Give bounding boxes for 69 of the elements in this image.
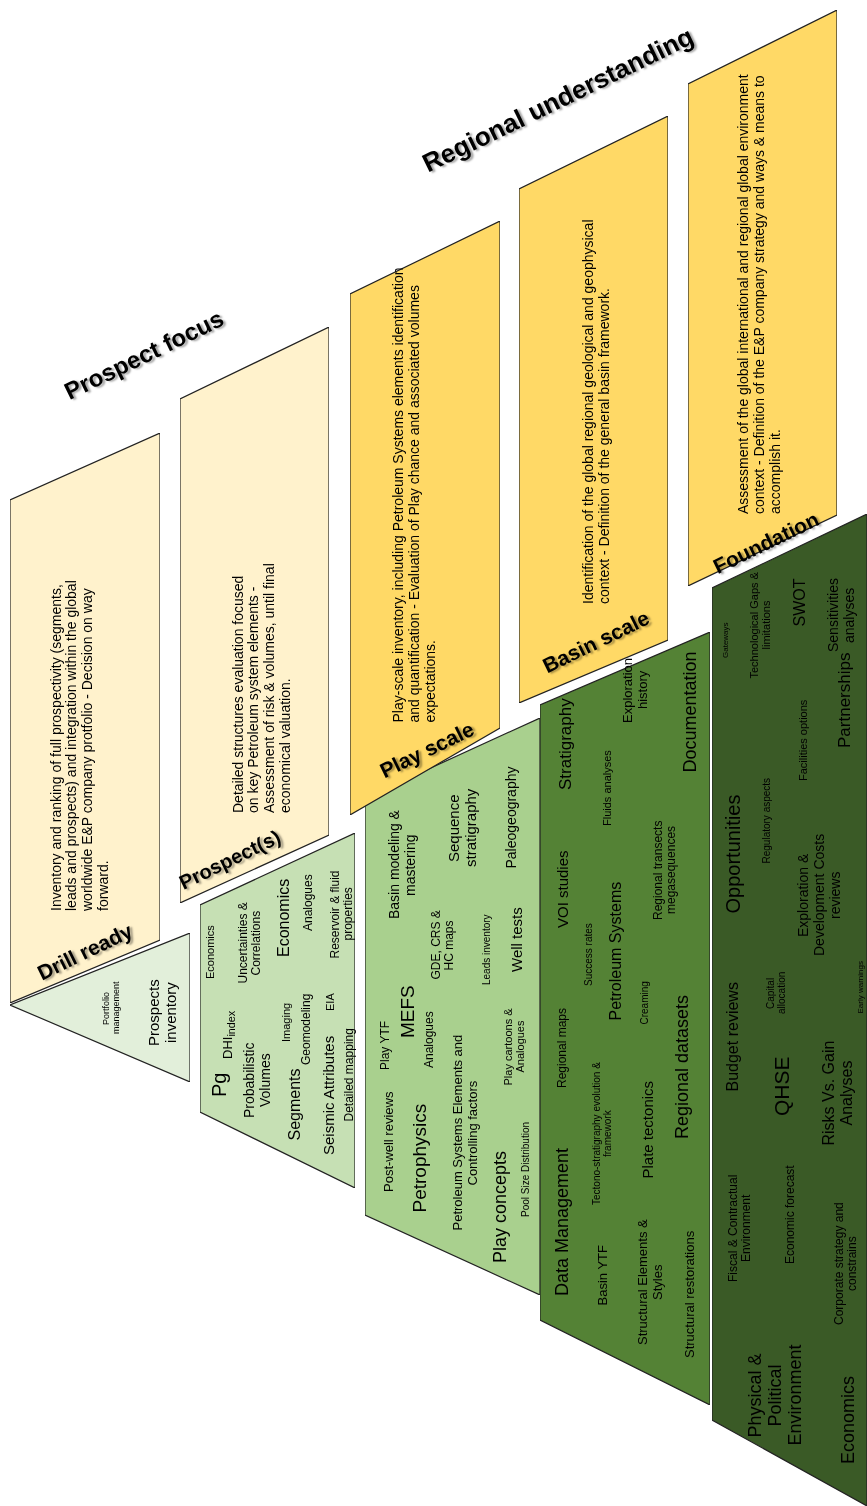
topic-label: Creaming <box>639 980 651 1027</box>
topic-label: Post-well reviews <box>381 1090 397 1195</box>
topic-label: Documentation <box>679 650 701 775</box>
topic-label: Portfolio management <box>100 982 122 1034</box>
topic-label: EIA <box>323 992 337 1013</box>
topic-label: Regional transects megasequences <box>651 819 679 922</box>
description-text: Assessment of the global international and regional global environment context - Definition of the E&P company strategy and ways & means to accomplish it. <box>736 73 784 514</box>
topic-label: Early warnings <box>856 959 866 1016</box>
topic-label: Play YTF <box>379 1019 393 1072</box>
topic-label: Seismic Attributes <box>320 1034 338 1157</box>
topic-label: Opportunities <box>721 793 745 916</box>
topic-label: QHSE <box>770 1055 794 1118</box>
topic-label: Regional datasets <box>671 993 693 1142</box>
topic-label: Leads inventory <box>481 913 493 988</box>
topic-label: Data Management <box>551 1146 573 1299</box>
topic-label: Economics <box>837 1375 859 1466</box>
topic-label: Well tests <box>508 906 526 975</box>
topic-label: Basin YTF <box>595 1243 611 1308</box>
topic-label: Tectono-stratigraphy evolution & framework <box>590 1061 614 1208</box>
topic-label: Analogues <box>423 1010 437 1071</box>
topic-label: Fluids analyses <box>600 749 614 828</box>
topic-label: Capital allocation <box>764 970 788 1017</box>
topic-label: Exploration history <box>621 656 651 725</box>
topic-label: SWOT <box>791 577 809 629</box>
topic-label: Gateways <box>721 621 731 660</box>
topic-label: Pool Size Distribution <box>520 1120 532 1219</box>
topic-label: Stratigraphy <box>556 697 576 792</box>
topic-label: Fiscal & Contractual Environment <box>726 1173 754 1284</box>
topic-label: Play concepts <box>489 1149 511 1266</box>
topic-label: Regulatory aspects <box>761 777 773 866</box>
topic-label: Basin modeling & mastering <box>387 809 419 922</box>
topic-label: Analogues <box>302 873 316 934</box>
topic-label: Imaging <box>279 1001 293 1044</box>
topic-label: Structural Elements & Styles <box>636 1218 666 1347</box>
topic-label: Success rates <box>583 922 595 989</box>
topic-label: Plate tectonics <box>639 1080 657 1181</box>
topic-label: Paleogeography <box>504 765 520 871</box>
topic-label: Physical & Political Environment <box>744 1343 806 1448</box>
topic-label: Budget reviews <box>724 981 742 1094</box>
topic-label: VOI studies <box>554 849 572 930</box>
topic-label: Pg <box>207 1071 231 1100</box>
topic-label: Segments <box>286 1067 304 1143</box>
topic-label: GDE, CRS & HC maps <box>429 909 457 982</box>
topic-label: Prospects inventory <box>146 978 180 1049</box>
description-text: Play-scale inventory, including Petroleum Systems elements identification and quantification - Evaluation of Play chance and associated volumes expectations. <box>391 267 439 723</box>
topic-label: Geomodeling <box>300 995 314 1065</box>
topic-label: Economic forecast <box>784 1164 798 1267</box>
topic-label: Reservoir & fluid properties <box>328 869 356 960</box>
topic-label: Petroleum Systems Elements and Controlling factors <box>451 1034 481 1233</box>
topic-label: Uncertainties & Correlations <box>236 901 264 986</box>
topic-label: MEFS <box>397 984 419 1041</box>
topic-label: Probabilistic Volumes <box>242 1041 274 1120</box>
topic-label: Play cartoons & Analogues <box>501 1007 527 1088</box>
topic-label: Risks Vs. Gain Analyses <box>820 1039 856 1148</box>
topic-label: Sequence stratigraphy <box>446 787 480 870</box>
topic-label: Facilities options <box>796 698 810 783</box>
topic-label: Detailed mapping <box>343 1027 357 1124</box>
description-text: Identification of the global regional geological and geophysical context - Definition of the general basin framework. <box>581 218 613 604</box>
topic-label: Regional maps <box>556 1007 570 1091</box>
topic-label: Partnerships <box>835 651 855 750</box>
topic-label: Corporate strategy and constrains <box>832 1201 860 1328</box>
description-text: Inventory and ranking of full prospectivity (segments, leads and prospects) and integration within the global worldwide E&P company protfolio - Decision on way forward. <box>48 579 112 911</box>
topic-label: Petrophysics <box>409 1102 431 1215</box>
topic-label: Structural restorations <box>682 1229 698 1360</box>
topic-label: Technological Gaps & limitations <box>747 571 772 681</box>
topic-label: Petroleum Systems <box>607 880 625 1023</box>
topic-label: Economics <box>203 924 217 981</box>
topic-label: Exploration & Development Costs reviews <box>796 832 844 959</box>
description-text: Detailed structures evaluation focused on key Petroleum system elements - Assessment of risk & volumes, until final economical valuation. <box>230 563 294 813</box>
